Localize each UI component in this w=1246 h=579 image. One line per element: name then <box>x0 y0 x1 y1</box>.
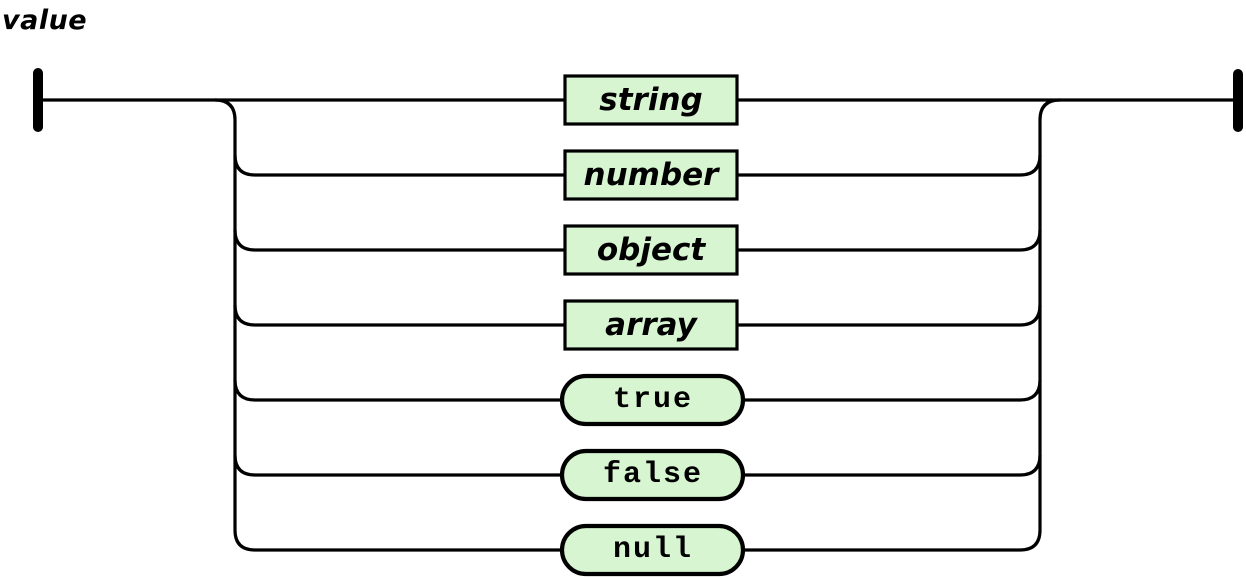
branch-left-rail <box>214 98 570 552</box>
node-string: string <box>563 74 739 126</box>
stub-left-number <box>233 154 570 177</box>
node-string-label: string <box>599 82 702 118</box>
stub-right-array <box>733 304 1042 327</box>
start-marker-bar <box>33 68 43 132</box>
node-number-label: number <box>584 157 721 193</box>
node-null-label: null <box>613 533 693 567</box>
node-number: number <box>563 149 739 201</box>
stub-right-object <box>733 229 1042 252</box>
node-null-box <box>559 523 746 577</box>
stub-left-false <box>233 454 570 477</box>
stub-right-false <box>738 454 1042 477</box>
node-false: false <box>559 448 746 502</box>
stub-left-array <box>233 304 570 327</box>
branch-right-rail <box>738 98 1061 552</box>
node-false-label: false <box>603 458 703 492</box>
node-array: array <box>563 299 739 351</box>
node-false-box <box>559 448 746 502</box>
node-number-box <box>563 149 739 201</box>
node-object-label: object <box>597 232 707 268</box>
node-object-box <box>563 224 739 276</box>
node-true: true <box>559 373 746 427</box>
node-true-box <box>559 373 746 427</box>
end-marker-bar <box>1233 69 1243 132</box>
diagram-title: value <box>2 5 88 36</box>
node-true-label: true <box>613 383 693 417</box>
node-object: object <box>563 224 739 276</box>
stub-right-true <box>738 379 1042 402</box>
stub-left-true <box>233 379 570 402</box>
stub-left-object <box>233 229 570 252</box>
node-array-label: array <box>605 307 698 343</box>
tracks <box>43 98 1233 552</box>
node-string-box <box>563 74 739 126</box>
node-null: null <box>559 523 746 577</box>
node-array-box <box>563 299 739 351</box>
stub-right-number <box>733 154 1042 177</box>
